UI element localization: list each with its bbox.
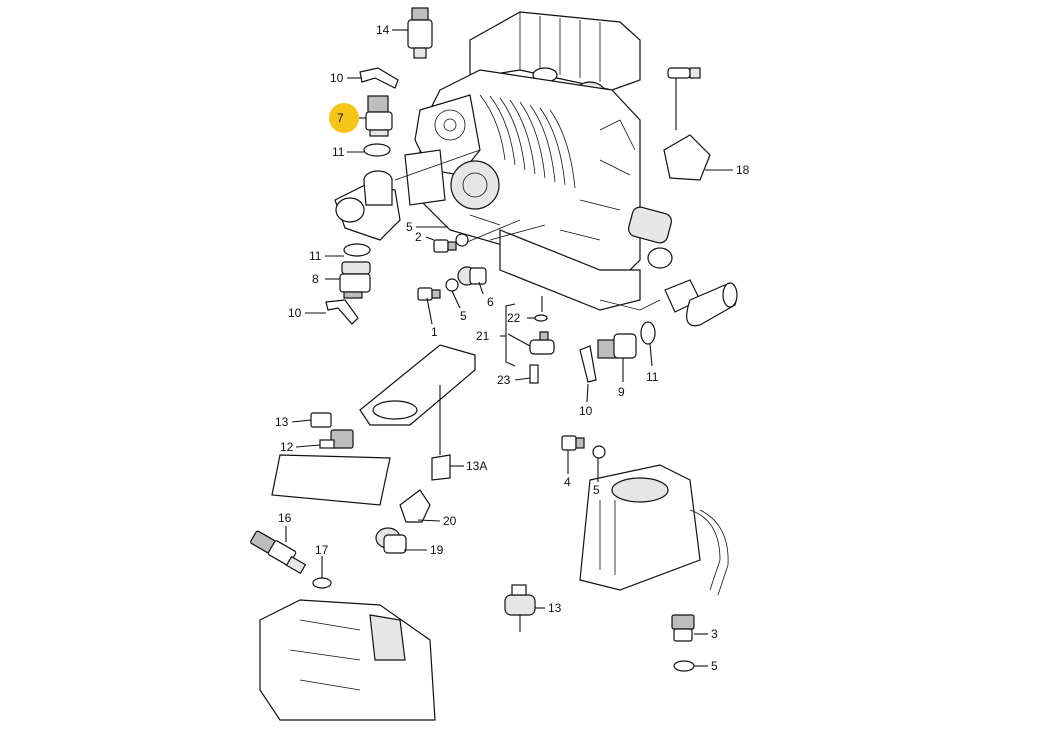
callout-label: 17	[315, 543, 329, 557]
part-8-sensor	[339, 261, 371, 299]
part-17-oring	[312, 577, 332, 589]
part-12-sensor	[319, 429, 354, 449]
callout-label: 23	[497, 373, 511, 387]
callout-label: 1	[431, 325, 438, 339]
part-6-sensor	[457, 266, 487, 286]
part-2-sensor	[433, 239, 457, 253]
part-5-washer-mid	[445, 278, 459, 292]
callout-label: 19	[430, 543, 444, 557]
coolant-flange-left-drawing	[334, 170, 401, 241]
part-3-sensor	[671, 614, 695, 642]
part-5-washer-top	[455, 233, 469, 247]
part-9-sensor	[597, 333, 637, 359]
bracket-drawing	[359, 344, 476, 455]
callout-label: 6	[487, 295, 494, 309]
engine-block-drawing	[394, 11, 673, 311]
callout-label: 5	[460, 309, 467, 323]
part-7-temperature-sensor	[365, 95, 393, 137]
part-4-sensor	[561, 435, 585, 451]
callout-label: 10	[288, 306, 302, 320]
callout-label: 9	[618, 385, 625, 399]
part-5-washer-lower	[592, 445, 606, 459]
part-13-connector	[310, 412, 332, 428]
callout-label: 5	[593, 483, 600, 497]
part-10-clip-right	[579, 345, 597, 383]
part-23-bolt	[529, 364, 539, 384]
part-21-sensor	[529, 331, 555, 355]
callout-label: 13	[548, 601, 562, 615]
part-20-clamp	[399, 489, 431, 523]
leader-lines	[285, 29, 733, 667]
part-10-clip-top	[359, 67, 399, 89]
callout-label: 18	[736, 163, 750, 177]
callout-label: 16	[278, 511, 292, 525]
callout-label: 13	[275, 415, 289, 429]
callout-label: 21	[476, 329, 490, 343]
callout-label: 3	[711, 627, 718, 641]
part-13A-bracket	[431, 454, 451, 481]
callout-label: 5	[406, 220, 413, 234]
headlight-drawing	[271, 454, 391, 506]
oil-filter-housing-drawing	[579, 464, 729, 596]
callout-labels: 14 10 7 11 18 5 2 11 8 6 5 10 1 22 21 23…	[275, 23, 750, 673]
coolant-pipe-right-drawing	[640, 279, 738, 345]
transmission-drawing	[259, 599, 436, 721]
callout-label: 11	[309, 249, 322, 263]
callout-7-highlight	[329, 103, 359, 133]
callout-label: 5	[711, 659, 718, 673]
callout-label: 11	[332, 145, 345, 159]
part-11-oring-top	[363, 143, 391, 157]
callout-label: 13A	[466, 459, 487, 473]
callout-label: 4	[564, 475, 571, 489]
part-5-washer-bottom	[673, 660, 695, 672]
callout-label: 11	[646, 370, 659, 384]
callout-label: 12	[280, 440, 294, 454]
callout-label: 10	[579, 404, 593, 418]
callout-label: 20	[443, 514, 457, 528]
callout-label: 22	[507, 311, 521, 325]
callout-label: 14	[376, 23, 390, 37]
callout-label: 10	[330, 71, 344, 85]
callout-label: 8	[312, 272, 319, 286]
part-22-oring	[534, 314, 548, 322]
part-13-sensor-lower	[504, 584, 536, 632]
part-11-oring-mid	[343, 243, 371, 257]
part-1-sensor	[417, 287, 441, 301]
callout-label: 7	[337, 111, 344, 125]
callout-label: 2	[415, 230, 422, 244]
part-14-sensor	[407, 7, 433, 59]
part-10-clip-mid	[325, 299, 359, 325]
part-19-bulb	[375, 527, 407, 554]
part-16-sensor	[250, 530, 307, 575]
part-18-dipstick	[663, 67, 711, 181]
